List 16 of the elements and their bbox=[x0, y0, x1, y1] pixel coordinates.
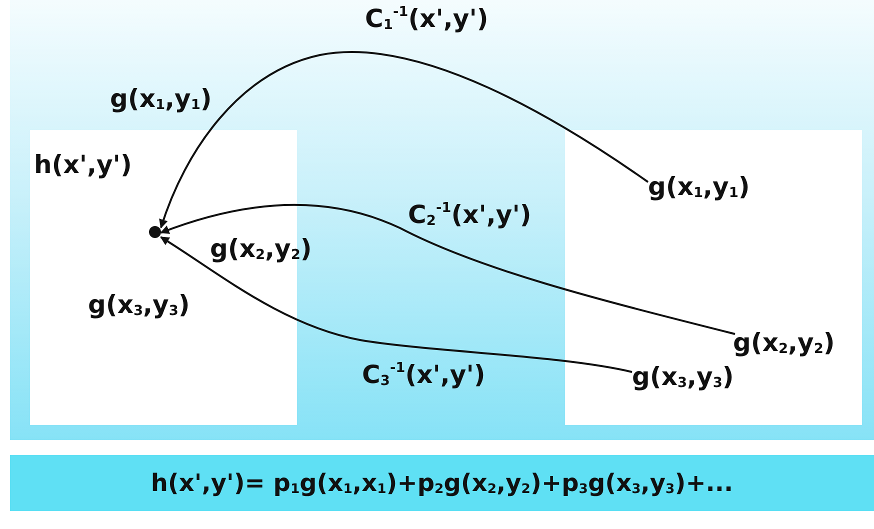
point-label: g(x$_{2}$,y$_{2}$) bbox=[733, 328, 874, 362]
formula-band: h(x',y')= p$_{1}$g(x$_{1}$,x$_{1}$)+p$_{2}$g(x$_{2}$,y$_{2}$)+p$_{3}$g(x$_{3}$,y$_{3}$)+... bbox=[10, 455, 874, 511]
point-label: g(x$_{1}$,y$_{1}$) bbox=[110, 84, 212, 114]
edge-label: C$_{1}$$^{-1}$(x',y') bbox=[365, 4, 488, 34]
point-label: g(x$_{1}$,y$_{1}$) bbox=[648, 172, 798, 206]
point-label: h(x',y') bbox=[34, 150, 132, 180]
point-label: g(x$_{2}$,y$_{2}$) bbox=[210, 234, 312, 264]
edge-label: C$_{3}$$^{-1}$(x',y') bbox=[362, 360, 486, 390]
point-label: g(x$_{3}$,y$_{3}$) bbox=[88, 290, 190, 320]
curved-arrow bbox=[160, 236, 632, 373]
image-region bbox=[565, 130, 862, 425]
curved-arrow bbox=[160, 204, 736, 335]
point-label: g(x$_{3}$,y$_{3}$) bbox=[632, 362, 782, 396]
curved-arrow bbox=[159, 51, 649, 228]
point-dot bbox=[149, 226, 161, 238]
edge-label: C$_{2}$$^{-1}$(x',y') bbox=[408, 200, 532, 230]
